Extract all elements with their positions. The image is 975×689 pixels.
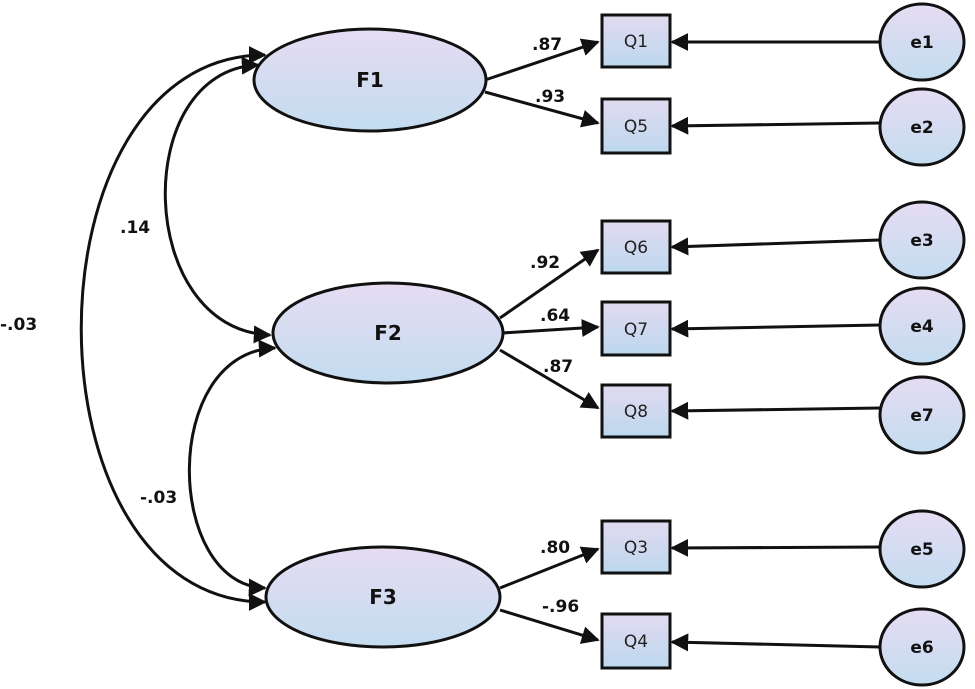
error-e4[interactable]: e4 [878, 286, 966, 366]
item-q8[interactable]: Q8 [600, 383, 672, 439]
loading-f3-q3-label: .80 [540, 538, 570, 558]
loading-f2-q7-label: .64 [540, 306, 570, 326]
error-e7-label: e7 [910, 406, 933, 426]
item-q7-label: Q7 [624, 320, 648, 340]
factor-f3[interactable]: F3 [264, 545, 502, 649]
covariance-f1-f2-label: .14 [120, 218, 150, 238]
error-e6-arrow [670, 633, 881, 652]
loading-f3-q4-arrow [499, 608, 600, 644]
error-e6-label: e6 [910, 638, 933, 658]
covariance-f2-f3-label: -.03 [140, 488, 177, 508]
error-e7-arrow [670, 401, 881, 420]
error-e2-arrow [670, 116, 881, 135]
error-e3-label: e3 [910, 231, 933, 251]
item-q5-label: Q5 [624, 117, 648, 137]
error-e3[interactable]: e3 [878, 200, 966, 280]
error-e6[interactable]: e6 [878, 607, 966, 687]
covariance-f1-f3-label: -.03 [0, 315, 37, 335]
factor-f3-label: F3 [369, 585, 397, 609]
factor-f2[interactable]: F2 [271, 281, 505, 385]
loading-f1-q1-arrow [484, 38, 600, 82]
item-q6[interactable]: Q6 [600, 219, 672, 275]
error-e5-arrow [670, 538, 881, 557]
error-e2-label: e2 [910, 118, 933, 138]
loading-f3-q4-label: -.96 [542, 597, 579, 617]
item-q4-label: Q4 [624, 632, 648, 652]
loading-f3-q3-arrow [499, 546, 600, 590]
error-e4-label: e4 [910, 317, 934, 337]
item-q3-label: Q3 [624, 538, 648, 558]
error-e1[interactable]: e1 [878, 2, 966, 82]
factor-f1-label: F1 [356, 68, 384, 92]
error-e4-arrow [670, 319, 881, 338]
error-e7[interactable]: e7 [878, 375, 966, 455]
item-q6-label: Q6 [624, 238, 648, 258]
error-e5-label: e5 [910, 540, 933, 560]
loading-f2-q6-label: .92 [530, 253, 560, 273]
covariance-f1-f3-curve [79, 46, 267, 611]
loading-f2-q8-label: .87 [543, 357, 573, 377]
item-q1-label: Q1 [624, 32, 648, 52]
item-q1[interactable]: Q1 [600, 13, 672, 69]
item-q8-label: Q8 [624, 402, 648, 422]
loading-f1-q5-label: .93 [535, 87, 565, 107]
item-q5[interactable]: Q5 [600, 97, 672, 155]
loading-f2-q6-arrow [499, 248, 600, 320]
item-q4[interactable]: Q4 [600, 612, 672, 670]
error-e3-arrow [670, 237, 881, 256]
loading-f2-q8-arrow [499, 348, 600, 410]
covariance-f1-f2-curve [163, 56, 272, 344]
factor-f1[interactable]: F1 [252, 27, 488, 133]
covariance-f2-f3-curve [187, 339, 277, 597]
error-e5[interactable]: e5 [878, 509, 966, 589]
item-q7[interactable]: Q7 [600, 300, 672, 357]
loading-f1-q5-arrow [484, 90, 600, 128]
factor-f2-label: F2 [374, 321, 402, 345]
loading-f1-q1-label: .87 [532, 35, 562, 55]
loading-f2-q7-arrow [501, 319, 600, 337]
error-e2[interactable]: e2 [878, 87, 966, 167]
item-q3[interactable]: Q3 [600, 519, 672, 575]
error-e1-label: e1 [910, 33, 933, 53]
